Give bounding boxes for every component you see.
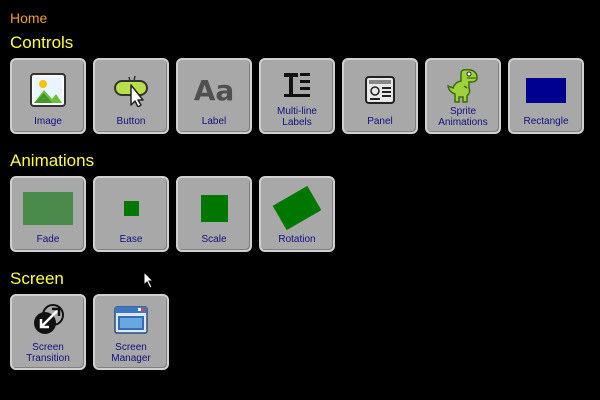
tile-label: Fade bbox=[36, 234, 60, 245]
tile-fade[interactable]: Fade bbox=[10, 176, 86, 252]
tile-label: Sprite Animations bbox=[438, 106, 488, 128]
tile-screen-manager[interactable]: Screen Manager bbox=[93, 294, 169, 370]
tile-image[interactable]: Image bbox=[10, 58, 86, 134]
mouse-cursor-icon bbox=[143, 270, 155, 294]
tile-multiline-labels[interactable]: Multi-line Labels bbox=[259, 58, 335, 134]
tile-label: Screen Manager bbox=[111, 342, 151, 364]
section-title-animations: Animations bbox=[10, 151, 95, 170]
fade-square-icon bbox=[12, 186, 84, 230]
section-title-controls: Controls bbox=[10, 33, 74, 52]
tile-label: Scale bbox=[201, 234, 227, 245]
dinosaur-sprite-icon bbox=[427, 64, 499, 106]
tile-label-control[interactable]: Aa Label bbox=[176, 58, 252, 134]
image-icon bbox=[12, 68, 84, 112]
tile-ease[interactable]: Ease bbox=[93, 176, 169, 252]
tile-screen-transition[interactable]: Screen Transition bbox=[10, 294, 86, 370]
tile-label: Ease bbox=[119, 234, 143, 245]
breadcrumb[interactable]: Home bbox=[10, 10, 48, 26]
screen-transition-icon bbox=[12, 300, 84, 340]
tile-label: Multi-line Labels bbox=[276, 106, 317, 128]
tile-rotation[interactable]: Rotation bbox=[259, 176, 335, 252]
ease-square-icon bbox=[95, 186, 167, 230]
section-title-screen: Screen bbox=[10, 269, 64, 288]
tile-rectangle[interactable]: Rectangle bbox=[508, 58, 584, 134]
button-click-icon bbox=[95, 68, 167, 112]
tile-button[interactable]: Button bbox=[93, 58, 169, 134]
tile-scale[interactable]: Scale bbox=[176, 176, 252, 252]
rectangle-icon bbox=[510, 68, 582, 112]
tile-label: Screen Transition bbox=[26, 342, 70, 364]
tile-label: Image bbox=[34, 116, 62, 127]
tile-label: Rectangle bbox=[523, 116, 569, 127]
multiline-text-icon bbox=[261, 66, 333, 104]
tile-label: Button bbox=[116, 116, 146, 127]
tile-label: Panel bbox=[367, 116, 393, 127]
panel-icon bbox=[344, 68, 416, 112]
tile-label: Rotation bbox=[278, 234, 316, 245]
rotation-square-icon bbox=[261, 185, 333, 231]
tile-label: Label bbox=[201, 116, 227, 127]
scale-square-icon bbox=[178, 186, 250, 230]
tile-panel[interactable]: Panel bbox=[342, 58, 418, 134]
font-aa-icon: Aa bbox=[193, 73, 235, 107]
tile-sprite-animations[interactable]: Sprite Animations bbox=[425, 58, 501, 134]
screen-manager-icon bbox=[95, 300, 167, 340]
